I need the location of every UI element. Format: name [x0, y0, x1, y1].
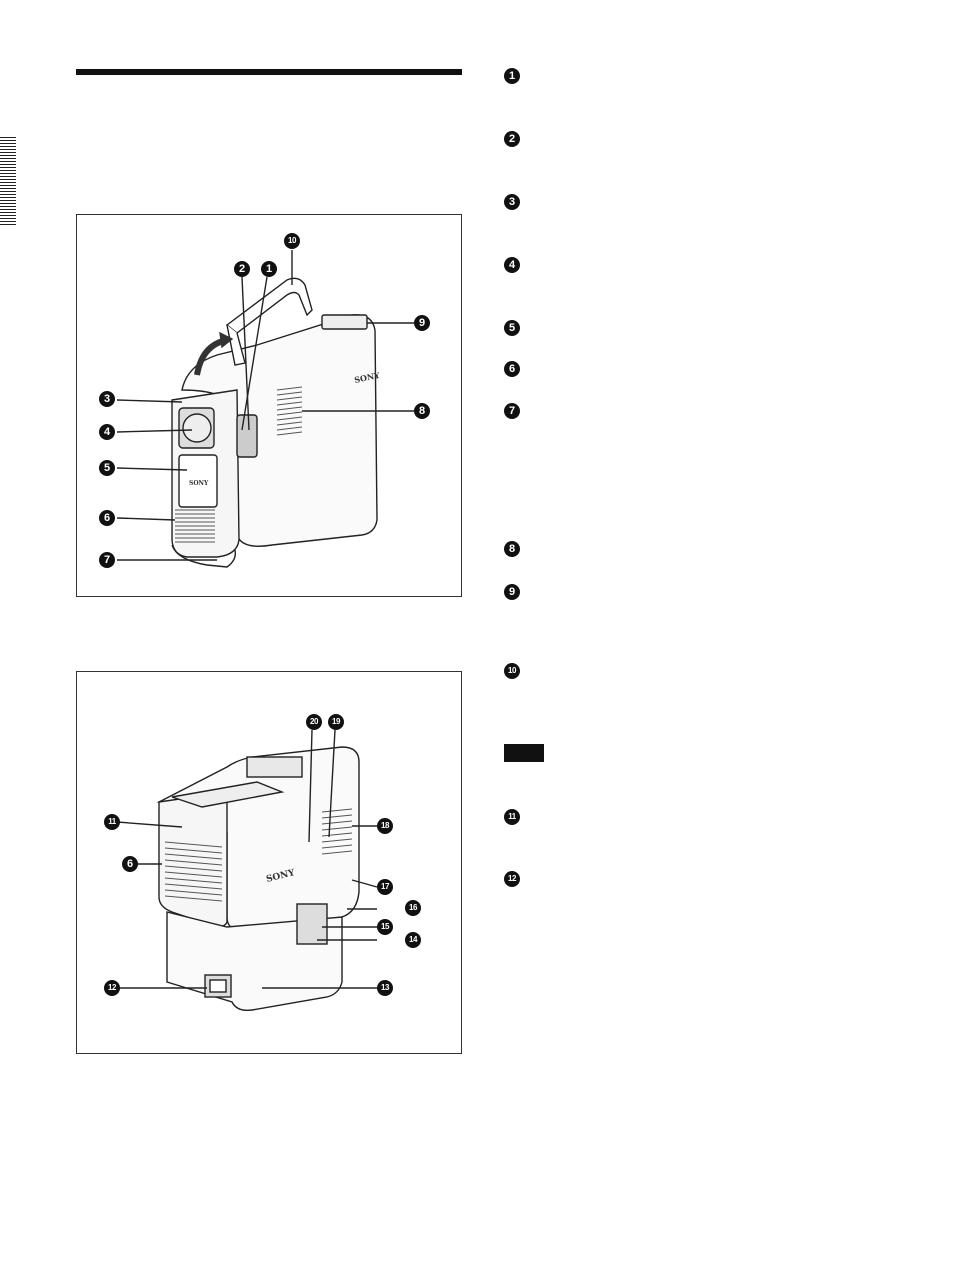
callout-19: 19 [328, 714, 344, 730]
callout-2: 2 [234, 261, 250, 277]
callout-1: 1 [261, 261, 277, 277]
callout-9: 9 [414, 315, 430, 331]
callout-8: 8 [414, 403, 430, 419]
callout-20: 20 [306, 714, 322, 730]
legend-marker-8: 8 [504, 541, 520, 557]
callout-5: 5 [99, 460, 115, 476]
legend-marker-11: 11 [504, 809, 520, 825]
callout-10: 10 [284, 233, 300, 249]
section-heading-rule [76, 69, 462, 75]
callout-12-rear: 12 [104, 980, 120, 996]
callout-6: 6 [99, 510, 115, 526]
rear-view-figure: SONY 20 19 11 6 18 17 16 15 14 12 13 [76, 671, 462, 1054]
callout-16: 16 [405, 900, 421, 916]
front-view-illustration: SONY SONY [116, 250, 414, 568]
callout-11: 11 [104, 814, 120, 830]
callout-17: 17 [377, 879, 393, 895]
legend-marker-12: 12 [504, 871, 520, 887]
legend-marker-5: 5 [504, 320, 520, 336]
callout-13: 13 [377, 980, 393, 996]
legend-marker-9: 9 [504, 584, 520, 600]
callout-6-rear: 6 [122, 856, 138, 872]
callout-15: 15 [377, 919, 393, 935]
rear-view-illustration: SONY [116, 729, 378, 1012]
callout-4: 4 [99, 424, 115, 440]
legend-marker-4: 4 [504, 257, 520, 273]
section-tab-strip [0, 137, 16, 227]
lens-cover-brand-logo: SONY [189, 480, 209, 487]
legend-marker-2: 2 [504, 131, 520, 147]
callout-3: 3 [99, 391, 115, 407]
legend-marker-1: 1 [504, 68, 520, 84]
callout-14: 14 [405, 932, 421, 948]
note-label-block [504, 744, 544, 762]
legend-marker-10: 10 [504, 663, 520, 679]
legend-marker-7: 7 [504, 403, 520, 419]
callout-18: 18 [377, 818, 393, 834]
legend-marker-3: 3 [504, 194, 520, 210]
callout-7: 7 [99, 552, 115, 568]
legend-marker-6: 6 [504, 361, 520, 377]
front-view-figure: SONY SONY 3 4 5 6 7 2 1 10 9 8 [76, 214, 462, 597]
